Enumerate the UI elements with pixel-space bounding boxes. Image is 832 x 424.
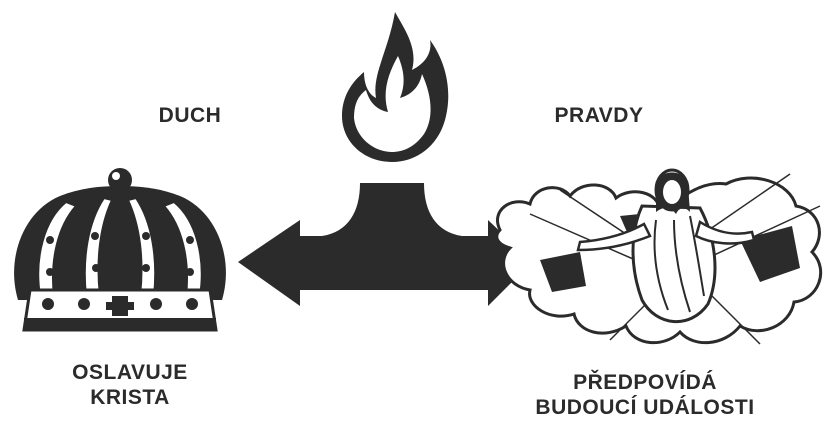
crown-icon xyxy=(14,168,226,330)
christ-in-clouds-icon xyxy=(497,170,821,344)
label-truth: PRAVDY xyxy=(534,103,664,128)
caption-glorifies-line-2: KRISTA xyxy=(40,385,220,410)
double-arrow-icon xyxy=(238,183,532,306)
caption-predicts-line-1: PŘEDPOVÍDÁ xyxy=(500,370,790,395)
caption-predicts-future: PŘEDPOVÍDÁ BUDOUCÍ UDÁLOSTI xyxy=(500,370,790,420)
flame-icon xyxy=(342,12,448,162)
label-spirit: DUCH xyxy=(130,103,250,128)
caption-predicts-line-2: BUDOUCÍ UDÁLOSTI xyxy=(500,395,790,420)
caption-glorifies-line-1: OSLAVUJE xyxy=(40,360,220,385)
caption-glorifies-christ: OSLAVUJE KRISTA xyxy=(40,360,220,410)
